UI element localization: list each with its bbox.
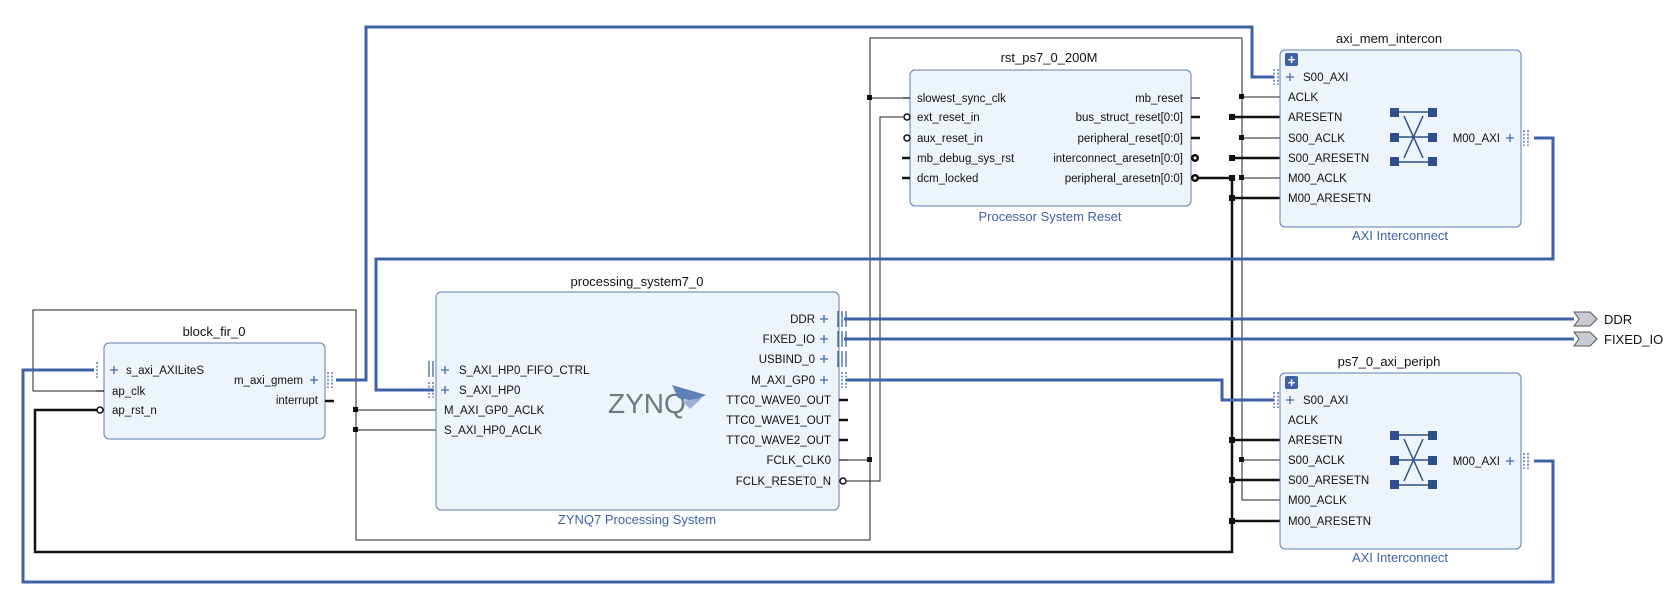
pin-mem-s00-axi: S00_AXI — [1303, 72, 1348, 84]
pin-s-axi-hp0: S_AXI_HP0 — [459, 385, 520, 397]
pin-periph-s00-aclk: S00_ACLK — [1288, 455, 1345, 467]
pin-mb-debug-sys-rst: mb_debug_sys_rst — [917, 153, 1015, 165]
block-axi-mem-body[interactable] — [1279, 49, 1522, 228]
port-arrow-icon — [1573, 311, 1598, 327]
pin-ap-clk: ap_clk — [112, 386, 145, 398]
pin-fclk-reset0-n: FCLK_RESET0_N — [736, 476, 831, 488]
pin-mem-m00-aresetn: M00_ARESETN — [1288, 193, 1371, 205]
block-axi-periph-subtitle: AXI Interconnect — [1352, 550, 1448, 565]
pin-dcm-locked: dcm_locked — [917, 173, 978, 185]
block-ps7-axi-periph[interactable]: ps7_0_axi_periph AXI Interconnect + S00_… — [1273, 354, 1529, 565]
pin-peripheral-reset: peripheral_reset[0:0] — [1078, 133, 1183, 145]
external-port-fixed-io[interactable]: FIXED_IO — [1573, 331, 1663, 347]
block-ps7-instance-name: processing_system7_0 — [571, 274, 704, 289]
pin-fclk-clk0: FCLK_CLK0 — [766, 455, 831, 467]
net-m-axi-gmem[interactable] — [336, 25, 1274, 382]
pin-periph-m00-aresetn: M00_ARESETN — [1288, 516, 1371, 528]
zynq-logo-mark — [672, 385, 706, 401]
pin-periph-aresetn: ARESETN — [1288, 435, 1342, 447]
net-mem-aclk[interactable] — [1241, 38, 1280, 501]
pin-ap-rst-n: ap_rst_n — [112, 405, 157, 417]
external-port-fixed-io-label: FIXED_IO — [1604, 332, 1663, 347]
net-fir-clk-loop[interactable] — [32, 37, 1242, 541]
pin-aux-reset-in: aux_reset_in — [917, 133, 983, 145]
expand-icon: + — [1288, 375, 1296, 390]
block-fir[interactable]: block_fir_0 s_axi_AXILiteS ap_clk ap_rst… — [96, 324, 334, 440]
block-fir-instance-name: block_fir_0 — [183, 324, 246, 339]
net-fclk-reset[interactable] — [842, 116, 903, 482]
pin-periph-aclk: ACLK — [1288, 415, 1318, 427]
crossbar-icon — [1390, 431, 1437, 489]
net-peripheral-aresetn[interactable] — [33, 178, 1234, 554]
pin-fixed-io: FIXED_IO — [763, 334, 815, 346]
pin-s-axi-hp0-aclk: S_AXI_HP0_ACLK — [444, 425, 542, 437]
pin-m-axi-gp0-aclk: M_AXI_GP0_ACLK — [444, 405, 545, 417]
pin-ddr: DDR — [790, 314, 815, 326]
pin-mem-m00-axi: M00_AXI — [1453, 133, 1500, 145]
pin-slowest-sync-clk: slowest_sync_clk — [917, 93, 1006, 105]
pin-ttc0-wave2-out: TTC0_WAVE2_OUT — [726, 435, 831, 447]
pin-mem-s00-aresetn: S00_ARESETN — [1288, 153, 1369, 165]
expand-button[interactable]: + — [1285, 52, 1298, 67]
net-mem-m00-axi[interactable] — [374, 136, 1555, 392]
pin-s-axi-axilites: s_axi_AXILiteS — [126, 365, 204, 377]
pin-ext-reset-in: ext_reset_in — [917, 112, 980, 124]
expand-icon: + — [1288, 52, 1296, 67]
pin-bus-struct-reset: bus_struct_reset[0:0] — [1076, 112, 1183, 124]
block-axi-mem-intercon[interactable]: axi_mem_intercon AXI Interconnect + S00_… — [1273, 31, 1529, 243]
pin-interconnect-aresetn: interconnect_aresetn[0:0] — [1053, 153, 1183, 165]
expand-button[interactable]: + — [1285, 375, 1298, 390]
external-port-ddr-label: DDR — [1604, 312, 1632, 327]
block-rst-subtitle: Processor System Reset — [978, 209, 1121, 224]
block-axi-mem-subtitle: AXI Interconnect — [1352, 228, 1448, 243]
block-ps7-subtitle: ZYNQ7 Processing System — [558, 512, 716, 527]
pin-mb-reset: mb_reset — [1135, 93, 1184, 105]
net-junctions — [353, 94, 1244, 524]
block-rst-instance-name: rst_ps7_0_200M — [1001, 50, 1098, 65]
pin-m-axi-gp0: M_AXI_GP0 — [751, 375, 815, 387]
pin-periph-s00-aresetn: S00_ARESETN — [1288, 475, 1369, 487]
pin-mem-aclk: ACLK — [1288, 92, 1318, 104]
port-arrow-icon — [1573, 331, 1598, 347]
crossbar-icon — [1390, 108, 1437, 166]
block-rst[interactable]: rst_ps7_0_200M Processor System Reset sl… — [902, 50, 1200, 224]
pin-peripheral-aresetn: peripheral_aresetn[0:0] — [1065, 173, 1183, 185]
pin-mem-s00-aclk: S00_ACLK — [1288, 133, 1345, 145]
pin-ttc0-wave1-out: TTC0_WAVE1_OUT — [726, 415, 831, 427]
block-axi-periph-body[interactable] — [1279, 372, 1522, 550]
pin-periph-m00-aclk: M00_ACLK — [1288, 495, 1347, 507]
zynq-logo: ZYNQ — [608, 388, 686, 419]
pin-ttc0-wave0-out: TTC0_WAVE0_OUT — [726, 395, 831, 407]
pin-s-axi-hp0-fifo-ctrl: S_AXI_HP0_FIFO_CTRL — [459, 365, 590, 377]
net-periph-m00-axi[interactable] — [21, 368, 1555, 584]
pin-mem-m00-aclk: M00_ACLK — [1288, 173, 1347, 185]
pin-periph-s00-axi: S00_AXI — [1303, 395, 1348, 407]
external-port-ddr[interactable]: DDR — [1573, 311, 1632, 327]
pin-interrupt: interrupt — [276, 395, 319, 407]
block-ps7[interactable]: processing_system7_0 ZYNQ7 Processing Sy… — [428, 274, 848, 527]
pin-m-axi-gmem: m_axi_gmem — [234, 375, 303, 387]
block-axi-mem-instance-name: axi_mem_intercon — [1336, 31, 1442, 46]
block-axi-periph-instance-name: ps7_0_axi_periph — [1338, 354, 1441, 369]
net-m-axi-gp0[interactable] — [846, 378, 1274, 402]
pin-periph-m00-axi: M00_AXI — [1453, 456, 1500, 468]
pin-mem-aresetn: ARESETN — [1288, 112, 1342, 124]
pin-usbind-0: USBIND_0 — [759, 354, 815, 366]
